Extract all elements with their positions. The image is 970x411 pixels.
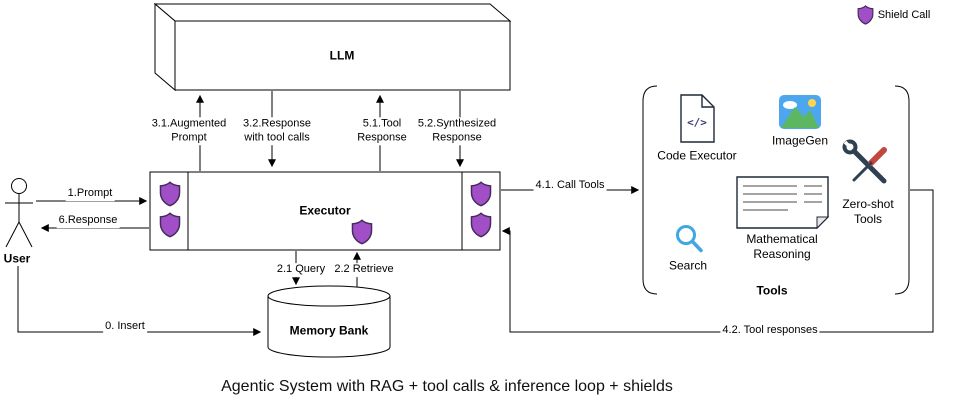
zero-shot-tools-icon [842, 139, 887, 184]
legend-shield-icon [857, 5, 874, 25]
edge-label-query: 2.1 Query [274, 263, 328, 277]
user-label: User [3, 251, 31, 266]
executor-label: Executor [299, 203, 351, 218]
zero-shot-label: Zero-shot Tools [842, 197, 894, 226]
search-icon [676, 225, 703, 253]
llm-label: LLM [329, 48, 355, 63]
edge-label-augmented-prompt: 3.1.Augmented Prompt [149, 117, 229, 145]
edge-label-tool-responses: 4.2. Tool responses [720, 324, 820, 338]
shield-icon [470, 212, 492, 238]
tools-group-left-bracket [642, 85, 658, 295]
edge-label-response-tool-calls: 3.2.Response with tool calls [241, 117, 313, 145]
search-label: Search [668, 258, 708, 273]
diagram-title: Agentic System with RAG + tool calls & i… [221, 378, 673, 395]
edge-insert [17, 266, 262, 336]
user-figure [5, 178, 33, 248]
code-glyph: </> [687, 116, 707, 129]
edge-label-call-tools: 4.1. Call Tools [533, 179, 607, 193]
edge-label-synthesized: 5.2.Synthesized Response [415, 117, 499, 145]
legend-shield-label: Shield Call [877, 9, 931, 22]
shield-icon [470, 181, 492, 207]
imagegen-icon [779, 95, 821, 129]
edge-label-prompt: 1.Prompt [65, 187, 115, 201]
code-executor-icon: </> [680, 94, 715, 143]
llm-node [153, 2, 512, 92]
tools-group-right-bracket [894, 85, 910, 295]
edge-label-insert: 0. Insert [103, 320, 147, 334]
edge-label-user-response: 6.Response [56, 214, 120, 228]
tools-group-label: Tools [756, 283, 788, 298]
math-formula-lines [743, 185, 822, 211]
executor-node [149, 171, 501, 251]
math-reasoning-label: Mathematical Reasoning [746, 232, 818, 261]
code-executor-label: Code Executor [657, 148, 737, 163]
shield-icon [351, 219, 373, 245]
edge-label-retrieve: 2.2 Retrieve [332, 263, 396, 277]
memory-bank-node [267, 285, 391, 358]
imagegen-label: ImageGen [771, 133, 829, 148]
shield-icon [159, 212, 181, 238]
math-reasoning-icon [736, 176, 830, 230]
shield-icon [159, 181, 181, 207]
edge-label-tool-response: 5.1.Tool Response [355, 117, 409, 145]
memory-bank-label: Memory Bank [289, 323, 369, 338]
